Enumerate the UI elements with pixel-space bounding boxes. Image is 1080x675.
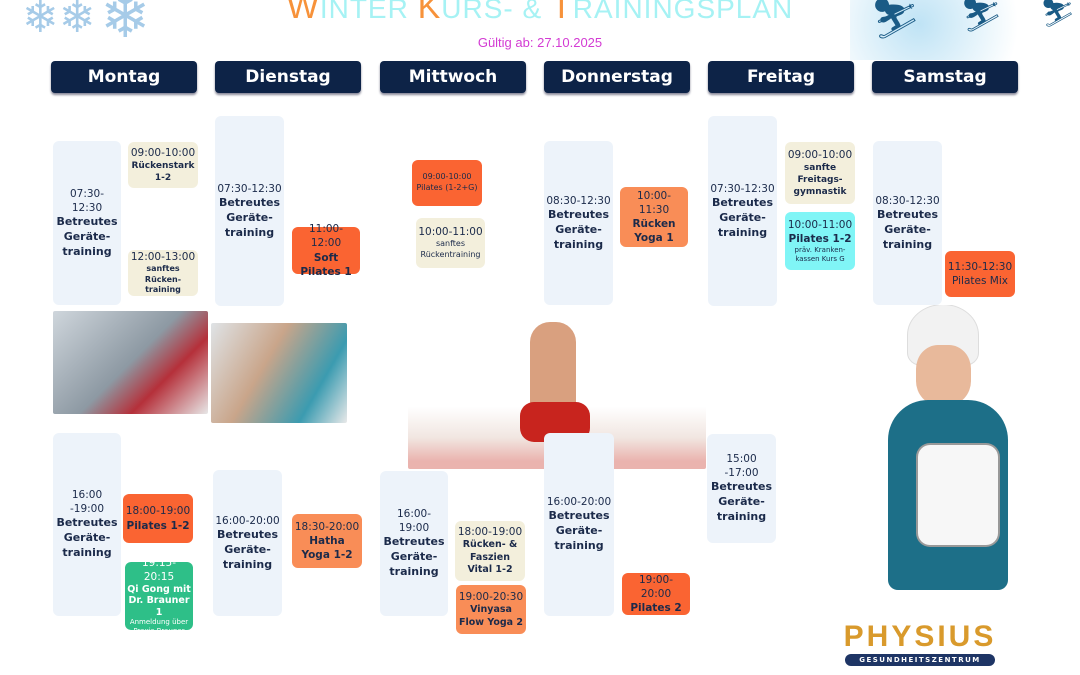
ice-skater-photo bbox=[858, 305, 1048, 595]
day-header-donnerstag: Donnerstag bbox=[544, 61, 690, 93]
therapy-photo bbox=[211, 323, 347, 423]
physius-logo: PHYSIUS GESUNDHEITSZENTRUM bbox=[843, 620, 997, 666]
yoga-photo bbox=[408, 312, 706, 469]
day-header-samstag: Samstag bbox=[872, 61, 1018, 93]
day-header-montag: Montag bbox=[51, 61, 197, 93]
gym-photo bbox=[53, 311, 208, 414]
snowflake-icon: ❄ bbox=[100, 0, 151, 52]
day-header-dienstag: Dienstag bbox=[215, 61, 361, 93]
skier-graphic: ⛷ ⛷ ⛷ bbox=[850, 0, 1080, 60]
valid-from: Gültig ab: 27.10.2025 bbox=[477, 35, 603, 50]
snowflake-icon: ❄❄ bbox=[22, 0, 96, 43]
day-header-freitag: Freitag bbox=[708, 61, 854, 93]
day-header-mittwoch: Mittwoch bbox=[380, 61, 526, 93]
page-title: WINTER KURS- & TRAININGSPLAN bbox=[286, 0, 794, 26]
